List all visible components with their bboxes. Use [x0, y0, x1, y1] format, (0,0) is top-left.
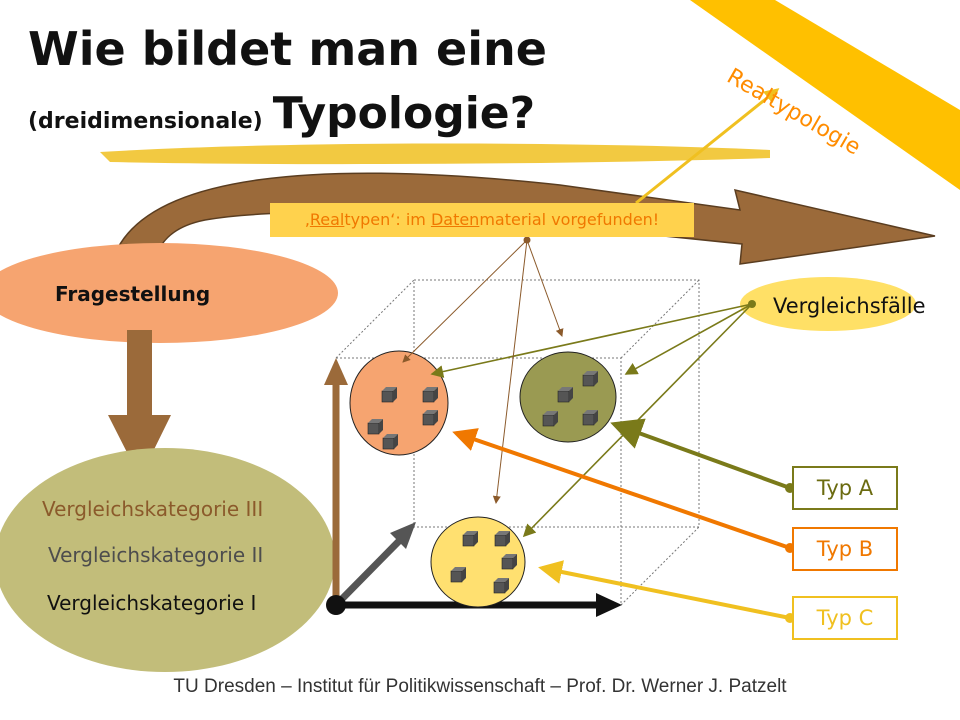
kategorie-2-label: Vergleichskategorie II [48, 543, 264, 567]
title-line-1: Wie bildet man eine [28, 22, 547, 76]
vergleichsfaelle-ellipse [740, 277, 916, 331]
typ-b-box: Typ B [792, 527, 898, 571]
title-underline-stroke [100, 143, 770, 165]
data-cubes [367, 371, 598, 594]
data-cube [582, 410, 598, 426]
rt-line-1 [402, 239, 528, 363]
typ-c-box: Typ C [792, 596, 898, 640]
data-cube [493, 578, 509, 594]
typ-c-connector [538, 560, 791, 620]
title-line-2-small: (dreidimensionale) [28, 109, 263, 134]
kategorie-1-label: Vergleichskategorie I [47, 591, 257, 615]
data-cube [462, 531, 478, 547]
data-cube [381, 387, 397, 403]
realtypen-note: ‚Realtypen‘: im Datenmaterial vorgefunde… [270, 203, 694, 237]
realtypen-note-daten: Daten [430, 210, 480, 229]
title-line-2-big: Typologie? [272, 88, 536, 139]
data-cube [582, 371, 598, 387]
axis-depth-head [390, 522, 416, 549]
typ-a-box: Typ A [792, 466, 898, 510]
realtypen-note-real: Real [309, 210, 345, 229]
typ-a-connector [610, 418, 791, 490]
cluster-typ-b [349, 350, 449, 456]
kategorie-ellipse [0, 448, 335, 672]
title-line-2: (dreidimensionale) Typologie? [28, 88, 535, 139]
vf-line-1 [430, 303, 753, 378]
realtypen-note-prefix: ‚ [304, 210, 310, 229]
axis-horizontal-head [596, 593, 622, 617]
axis-origin [326, 595, 346, 615]
data-cube [382, 434, 398, 450]
kategorie-3-label: Vergleichskategorie III [42, 497, 264, 521]
axis-depth [333, 535, 405, 608]
data-cube [542, 411, 558, 427]
data-cube [501, 554, 517, 570]
data-cube [367, 419, 383, 435]
note-to-banner-arrow [635, 88, 780, 205]
rt-line-2 [526, 239, 564, 337]
down-arrow [108, 330, 171, 478]
vf-line-2 [624, 303, 753, 375]
vergleichsfaelle-label: Vergleichsfälle [773, 294, 926, 318]
rt-dot [523, 236, 531, 244]
fragestellung-label: Fragestellung [55, 282, 211, 306]
realtypen-note-material: material vorgefunden! [479, 210, 660, 229]
data-cube [494, 531, 510, 547]
vf-dot [748, 300, 756, 308]
fragestellung-ellipse [0, 243, 338, 343]
rt-line-3 [492, 239, 528, 504]
data-cube [422, 387, 438, 403]
typ-b-connector [452, 428, 791, 550]
data-cube [422, 410, 438, 426]
data-cube [557, 387, 573, 403]
realtypen-note-typen: typen‘: im [344, 210, 431, 229]
data-cube [450, 567, 466, 583]
footer-credit: TU Dresden – Institut für Politikwissens… [173, 676, 787, 697]
realtypologie-banner [690, 0, 960, 190]
axis-vertical-head [324, 358, 348, 385]
